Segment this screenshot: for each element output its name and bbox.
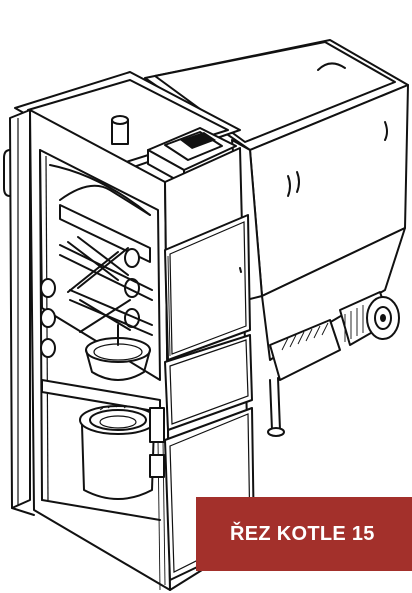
control-panel [147,127,237,185]
heat-exchanger-tubes [40,236,153,358]
ash-bin [79,404,157,500]
flue-pipe [111,115,129,145]
section-title-banner: ŘEZ KOTLE 15 [196,497,412,571]
auger-motor [339,291,400,346]
auger-screw [281,322,329,351]
burner-bowl [85,324,151,381]
